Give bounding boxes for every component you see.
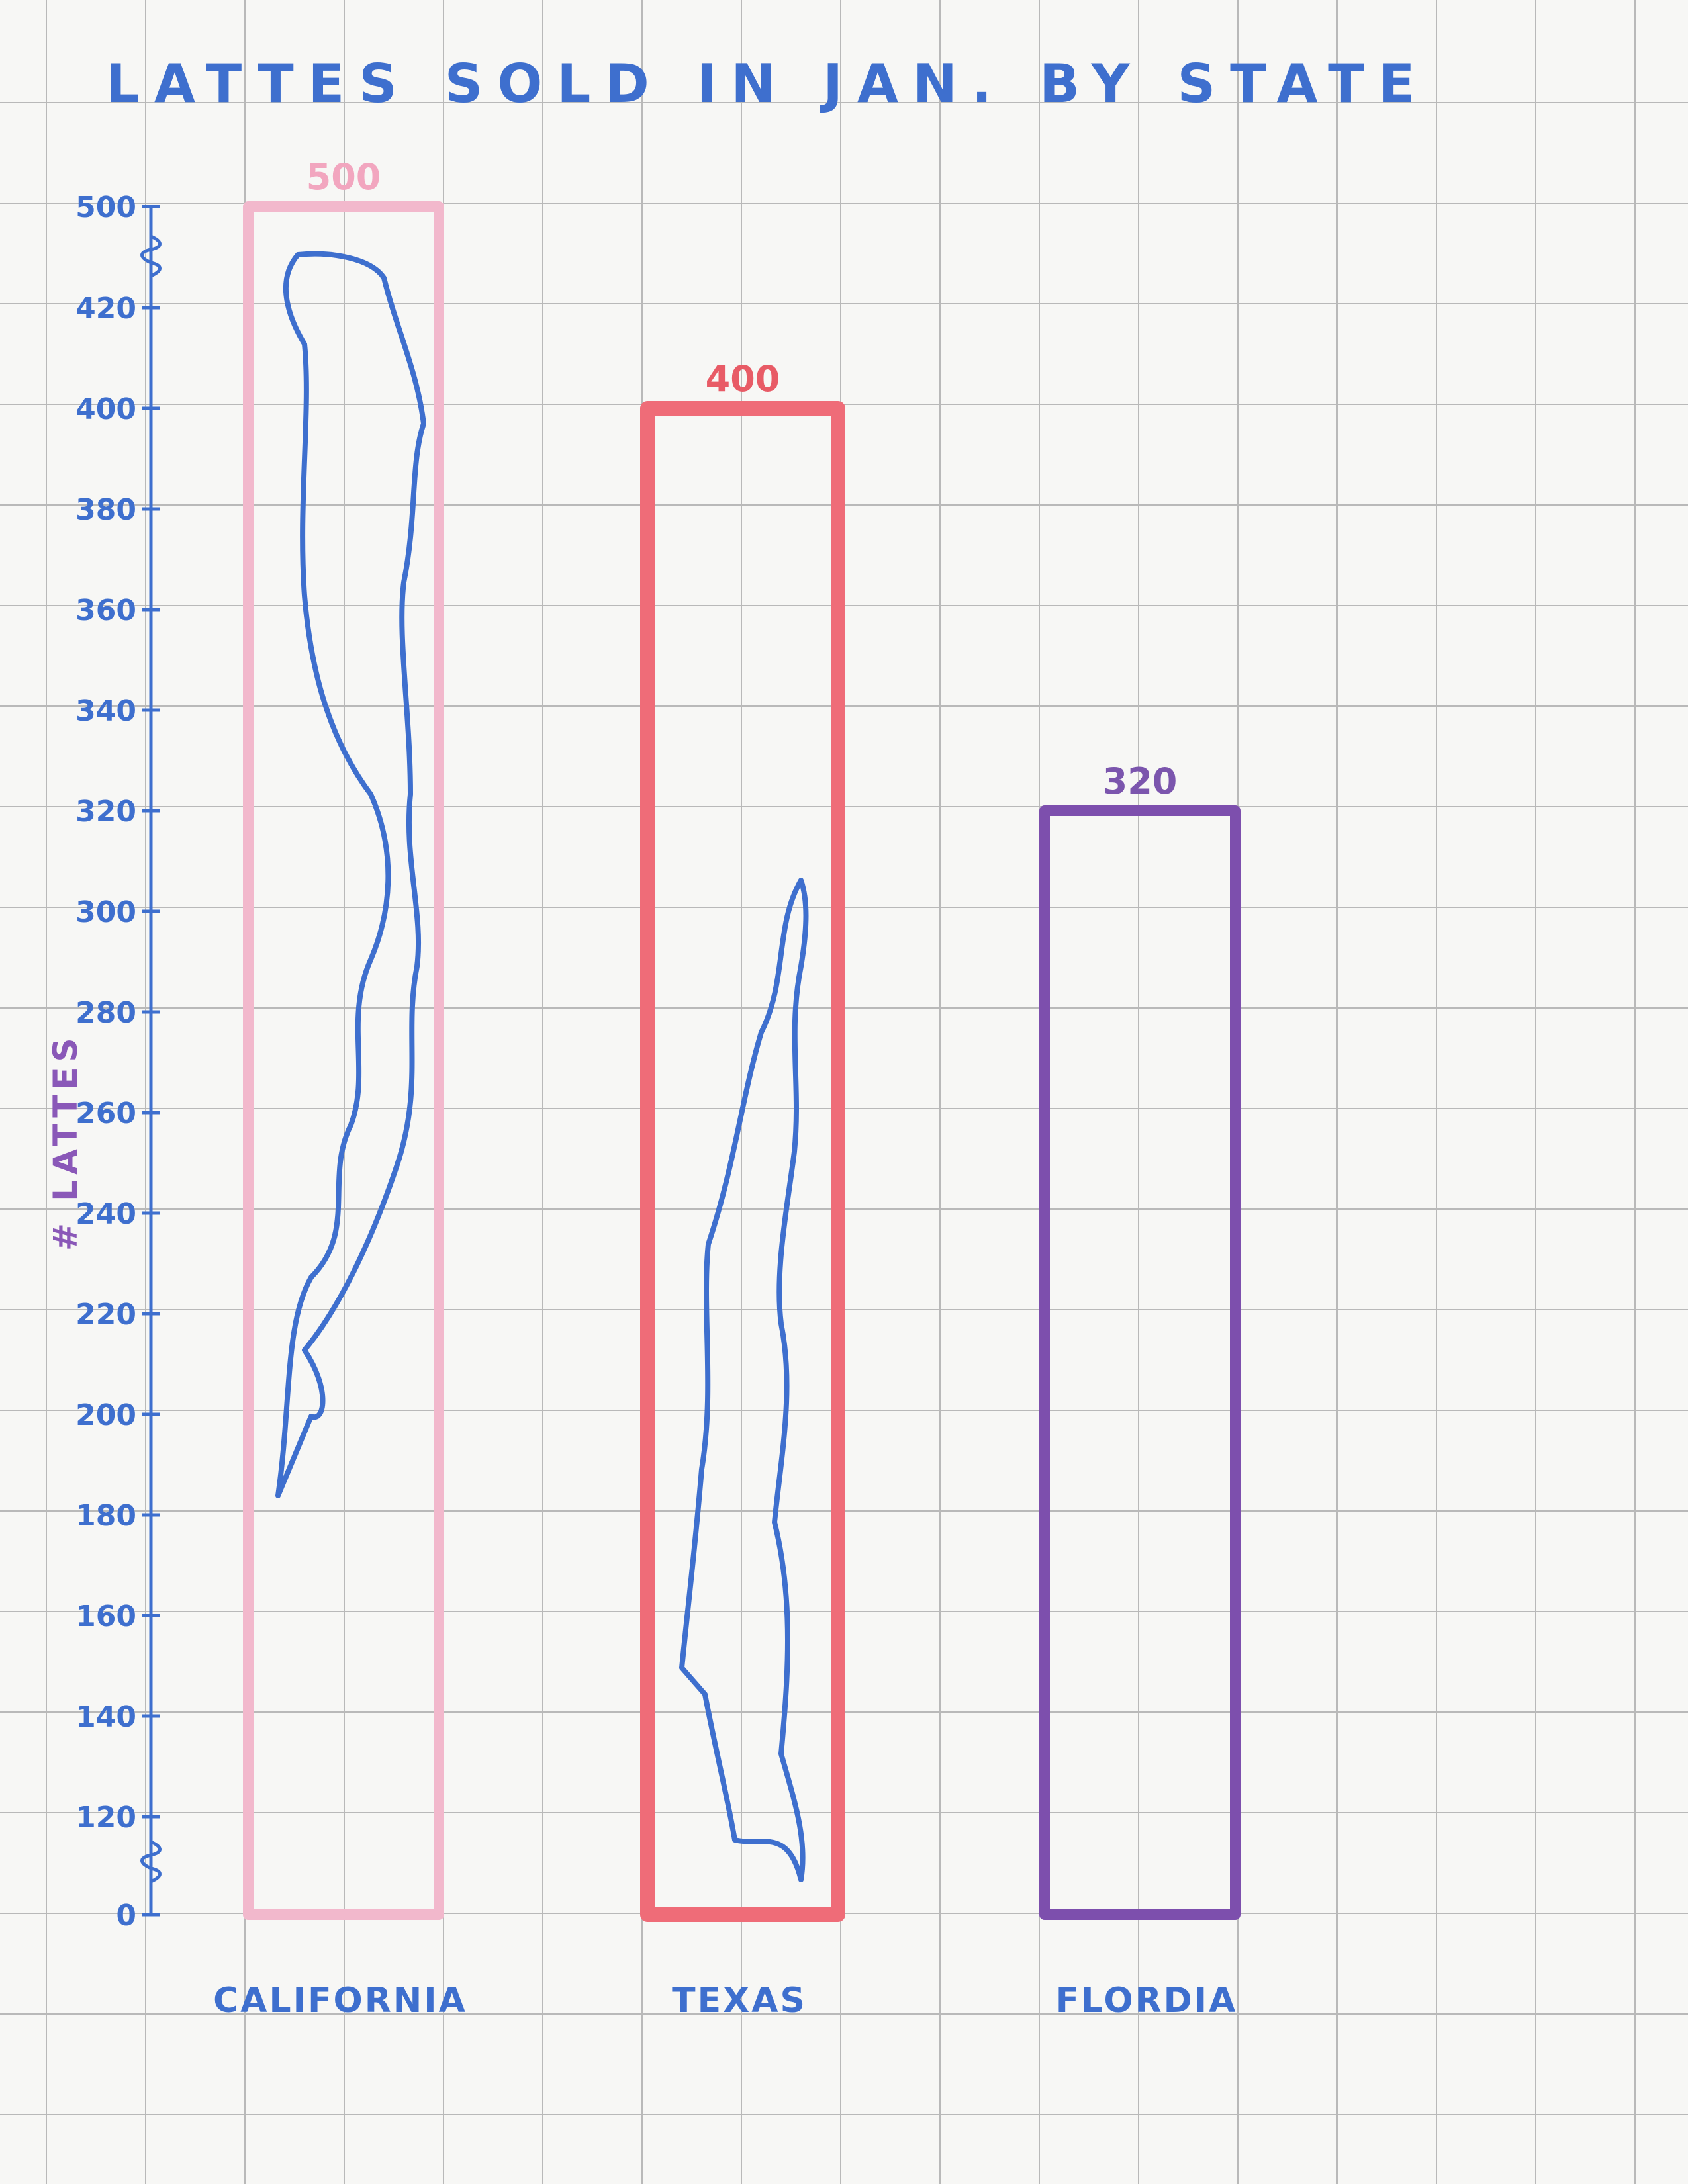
y-tick-label: 0 — [116, 1899, 136, 1933]
y-tick-label: 380 — [75, 493, 136, 527]
y-tick-label: 300 — [75, 895, 136, 929]
y-tick-label: 420 — [75, 292, 136, 326]
axis-break-mark — [140, 234, 162, 278]
x-category-label: TEXAS — [672, 1981, 807, 2021]
texas-figure-sketch — [679, 878, 809, 1882]
x-category-label: FLORDIA — [1056, 1981, 1238, 2021]
bar-data-label: 500 — [306, 156, 381, 198]
y-tick-label: 360 — [75, 594, 136, 627]
y-tick-label: 260 — [75, 1097, 136, 1130]
bar-data-label: 400 — [706, 358, 780, 400]
bar-rect — [640, 401, 845, 1922]
bar-data-label: 320 — [1103, 760, 1178, 802]
y-tick-label: 340 — [75, 694, 136, 728]
bar-rect — [1039, 805, 1241, 1920]
california-outline-sketch — [275, 251, 426, 1498]
y-tick-label: 140 — [75, 1700, 136, 1734]
y-tick-label: 500 — [75, 191, 136, 224]
y-tick-label: 280 — [75, 996, 136, 1030]
chart-title: LATTES SOLD IN JAN. BY STATE — [106, 53, 1430, 114]
y-tick-label: 180 — [75, 1499, 136, 1533]
axis-break-mark — [140, 1840, 162, 1884]
y-tick-label: 200 — [75, 1398, 136, 1432]
y-tick-label: 120 — [75, 1801, 136, 1835]
y-tick-label: 320 — [75, 795, 136, 829]
y-tick-label: 160 — [75, 1600, 136, 1633]
y-tick-label: 240 — [75, 1197, 136, 1231]
bar-rect — [243, 201, 444, 1920]
y-tick-label: 400 — [75, 392, 136, 426]
x-category-label: CALIFORNIA — [213, 1981, 467, 2021]
y-tick-label: 220 — [75, 1298, 136, 1332]
